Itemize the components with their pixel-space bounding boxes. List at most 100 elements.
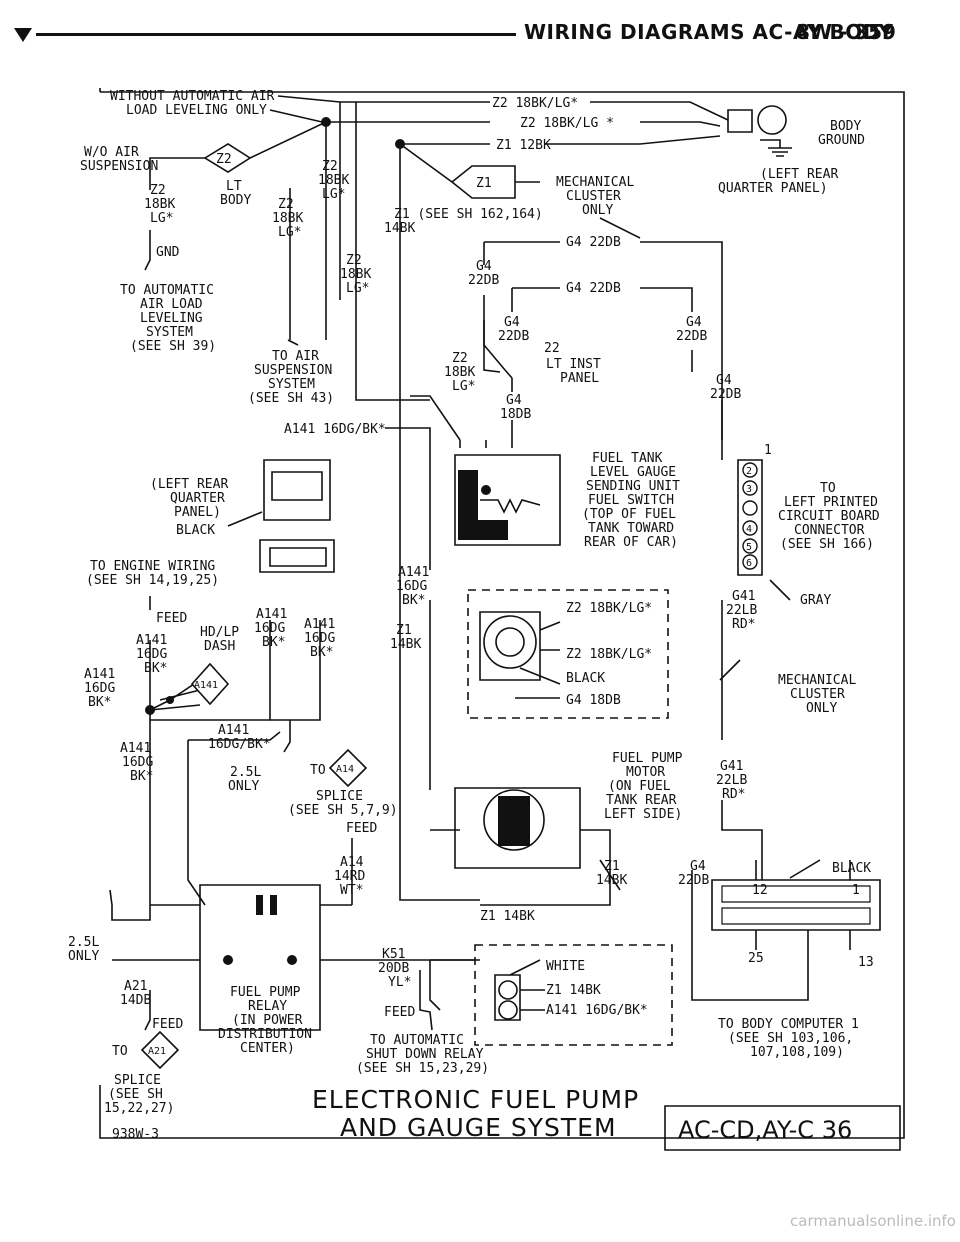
label-fp-relay-4: DISTRIBUTION: [218, 1027, 312, 1042]
label-only-3: ONLY: [68, 949, 99, 964]
label-lg-a: LG*: [322, 187, 345, 202]
label-2-5l-2: 2.5L: [68, 935, 99, 950]
label-lg-c: LG*: [150, 211, 173, 226]
label-bk-c: BK*: [262, 635, 285, 650]
label-white: WHITE: [546, 959, 585, 974]
label-to-body-2: (SEE SH 103,106,: [728, 1031, 853, 1046]
label-panel: PANEL: [560, 371, 599, 386]
label-hd-lp: HD/LP: [200, 625, 239, 640]
label-fuel-pump-4: TANK REAR: [606, 793, 677, 808]
label-lt-inst: LT INST: [546, 357, 601, 372]
label-a21: A21: [124, 979, 147, 994]
label-lg-b: LG*: [278, 225, 301, 240]
conn-pin-6: 6: [746, 558, 752, 569]
label-see-sh-579: (SEE SH 5,7,9): [288, 803, 398, 818]
label-mech-2c: ONLY: [806, 701, 837, 716]
label-only-2: ONLY: [228, 779, 259, 794]
label-16dg-b: 16DG: [396, 579, 427, 594]
label-z2-a: Z2: [322, 159, 338, 174]
label-rd-a: RD*: [732, 617, 755, 632]
label-to-engine-2: (SEE SH 14,19,25): [86, 573, 219, 588]
label-a141-16dg-bk: A141 16DG/BK*: [284, 422, 386, 437]
label-to-engine-1: TO ENGINE WIRING: [90, 559, 215, 574]
label-g4-k: G4: [690, 859, 706, 874]
label-z2-d: Z2: [346, 253, 362, 268]
label-to-lpcb-4: CONNECTOR: [794, 523, 865, 538]
label-a14: A14: [340, 855, 364, 870]
diamond-z1-text: Z1: [476, 176, 492, 191]
label-feed-4: FEED: [384, 1005, 415, 1020]
label-see-sh-3: 15,22,27): [104, 1101, 174, 1116]
label-to-air-susp-2: SUSPENSION: [254, 363, 332, 378]
label-gnd: GND: [156, 245, 180, 260]
label-only-1: ONLY: [582, 203, 613, 218]
label-2-5l-1: 2.5L: [230, 765, 261, 780]
label-to-auto-air-4: SYSTEM: [146, 325, 193, 340]
label-to-lpcb-2: LEFT PRINTED: [784, 495, 878, 510]
label-feed-3: FEED: [152, 1017, 183, 1032]
label-g4-22db-2: G4 22DB: [566, 281, 621, 296]
label-splice-2: SPLICE: [114, 1073, 161, 1088]
diamond-a21-text: A21: [148, 1046, 166, 1057]
label-g4-18db: G4 18DB: [566, 693, 621, 708]
diamond-z2-text: Z2: [216, 152, 232, 167]
label-mechanical-1: MECHANICAL: [556, 175, 634, 190]
label-22db-c: 22DB: [676, 329, 707, 344]
label-14rd: 14RD: [334, 869, 365, 884]
label-fp-relay-1: FUEL PUMP: [230, 985, 301, 1000]
label-to-lpcb-3: CIRCUIT BOARD: [778, 509, 880, 524]
label-fp-relay-3: (IN POWER: [232, 1013, 303, 1028]
label-lg-d: LG*: [346, 281, 369, 296]
label-z1-j: Z1: [604, 859, 620, 874]
label-to-asd-1: TO AUTOMATIC: [370, 1033, 464, 1048]
conn-pin-1: 1: [764, 443, 772, 458]
label-fuel-tank-1: FUEL TANK: [592, 451, 663, 466]
label-a141-i: A141: [120, 741, 151, 756]
label-gray: GRAY: [800, 593, 831, 608]
label-feed-2: FEED: [346, 821, 377, 836]
label-to-a21: TO: [112, 1044, 128, 1059]
conn-pin-3: 3: [746, 484, 752, 495]
label-to-lpcb-5: (SEE SH 166): [780, 537, 874, 552]
header-title: WIRING DIAGRAMS AC-AY BODY: [524, 20, 894, 44]
conn-pin-5: 5: [746, 542, 752, 553]
label-g4-d: G4: [506, 393, 522, 408]
label-16dg-f: 16DG: [84, 681, 115, 696]
diamond-a141-text: A141: [194, 680, 218, 691]
label-yl: YL*: [388, 975, 411, 990]
label-g4-e: G4: [716, 373, 732, 388]
label-fuel-pump-2: MOTOR: [626, 765, 665, 780]
label-g4-22db-top: G4 22DB: [566, 235, 621, 250]
label-to-asd-3: (SEE SH 15,23,29): [356, 1061, 489, 1076]
label-z2-18bk-lg-top: Z2 18BK/LG*: [492, 96, 578, 111]
label-14bk-g: 14BK: [390, 637, 421, 652]
label-bk-d: BK*: [310, 645, 333, 660]
label-z1-14bk-bottom: Z1 14BK: [480, 909, 535, 924]
label-z2-18bk-lg-s1: Z2 18BK/LG*: [566, 601, 652, 616]
label-to-auto-air-1: TO AUTOMATIC: [120, 283, 214, 298]
label-pin22: 22: [544, 341, 560, 356]
label-22db-k: 22DB: [678, 873, 709, 888]
label-fuel-tank-3: SENDING UNIT: [586, 479, 680, 494]
lpcb-pins: [742, 462, 758, 570]
label-pin25: 25: [748, 951, 764, 966]
diagram-text: WITHOUT AUTOMATIC AIR LOAD LEVELING ONLY…: [68, 89, 880, 1144]
label-g4-c: G4: [686, 315, 702, 330]
label-to-lpcb-1: TO: [820, 481, 836, 496]
label-to-auto-air-3: LEVELING: [140, 311, 203, 326]
label-wo-air: W/O AIR: [84, 145, 139, 160]
connector-cells: [721, 885, 871, 925]
label-a141-d: A141: [304, 617, 335, 632]
conn-pin-4: 4: [746, 524, 752, 535]
label-fuel-tank-4: FUEL SWITCH: [588, 493, 674, 508]
label-fuel-pump-5: LEFT SIDE): [604, 807, 682, 822]
label-lt: LT: [226, 179, 242, 194]
label-see-sh-2: (SEE SH: [108, 1087, 163, 1102]
wire-lines: [99, 88, 905, 1151]
label-20db: 20DB: [378, 961, 409, 976]
label-wt: WT*: [340, 883, 363, 898]
label-22lb-a: 22LB: [726, 603, 757, 618]
label-g4-b: G4: [504, 315, 520, 330]
label-bk-f: BK*: [88, 695, 111, 710]
label-quarter-2: QUARTER: [170, 491, 225, 506]
